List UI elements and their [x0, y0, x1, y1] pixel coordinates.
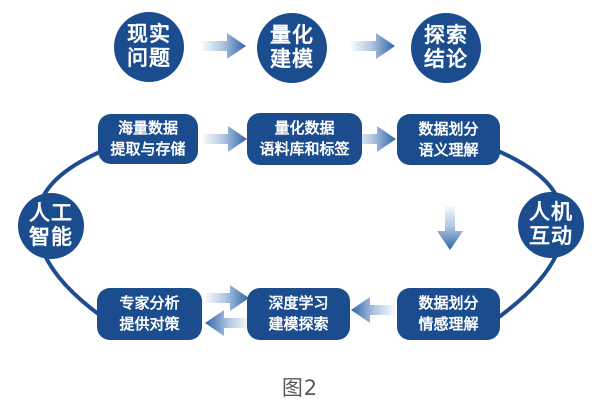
- node-label-line: 人工: [29, 201, 73, 226]
- node-label-line: 问题: [127, 46, 171, 70]
- cycle-arc-bottom-right: [497, 249, 560, 319]
- cycle-arc-top-left: [40, 149, 104, 201]
- box-label-line: 专家分析: [119, 294, 180, 312]
- arrow-right-icon: [202, 33, 246, 59]
- box-label-line: 语义理解: [418, 140, 479, 159]
- top-node-reality-problem: 现实 问题: [114, 12, 184, 82]
- box-mass-data-extraction-storage: 海量数据 提取与存储: [98, 114, 198, 164]
- box-label-line: 语料库和标签: [259, 140, 350, 158]
- box-label-line: 量化数据: [274, 119, 335, 137]
- node-label-line: 建模: [270, 47, 314, 71]
- node-label-line: 互动: [529, 224, 573, 248]
- top-node-quantitative-modeling: 量化 建模: [257, 13, 327, 83]
- figure-caption: 图2: [281, 376, 319, 400]
- box-label-line: 数据划分: [418, 119, 479, 138]
- box-label-line: 提取与存储: [110, 140, 186, 158]
- box-label-line: 建模探索: [268, 315, 329, 333]
- box-deep-learning-modeling-exploration: 深度学习 建模探索: [247, 288, 350, 340]
- node-label-line: 探索: [424, 23, 468, 48]
- node-label-line: 人机: [529, 200, 573, 225]
- top-node-explore-conclusion: 探索 结论: [411, 13, 481, 83]
- arrow-right-icon: [205, 285, 249, 311]
- side-node-artificial-intelligence: 人工 智能: [18, 193, 84, 259]
- side-node-human-machine-interaction: 人机 互动: [518, 192, 584, 258]
- box-expert-analysis-countermeasures: 专家分析 提供对策: [97, 288, 202, 340]
- arrow-left-icon: [205, 310, 249, 336]
- arrow-down-icon: [437, 206, 463, 250]
- box-data-partition-semantic-understanding: 数据划分 语义理解: [397, 114, 500, 165]
- box-data-partition-sentiment-understanding: 数据划分 情感理解: [397, 288, 500, 340]
- cycle-arc-bottom-left: [41, 249, 103, 318]
- node-label-line: 智能: [29, 225, 73, 249]
- box-label-line: 提供对策: [119, 315, 180, 333]
- node-label-line: 结论: [424, 47, 468, 71]
- arrow-right-icon: [351, 33, 395, 59]
- box-label-line: 数据划分: [418, 294, 479, 312]
- box-quantified-data-corpus-labels: 量化数据 语料库和标签: [247, 113, 362, 165]
- box-label-line: 情感理解: [418, 315, 479, 333]
- arrow-right-icon: [203, 126, 247, 152]
- arrow-left-icon: [351, 297, 395, 323]
- node-label-line: 现实: [127, 22, 171, 47]
- box-label-line: 海量数据: [117, 119, 178, 137]
- node-label-line: 量化: [270, 23, 314, 48]
- box-label-line: 深度学习: [268, 294, 329, 312]
